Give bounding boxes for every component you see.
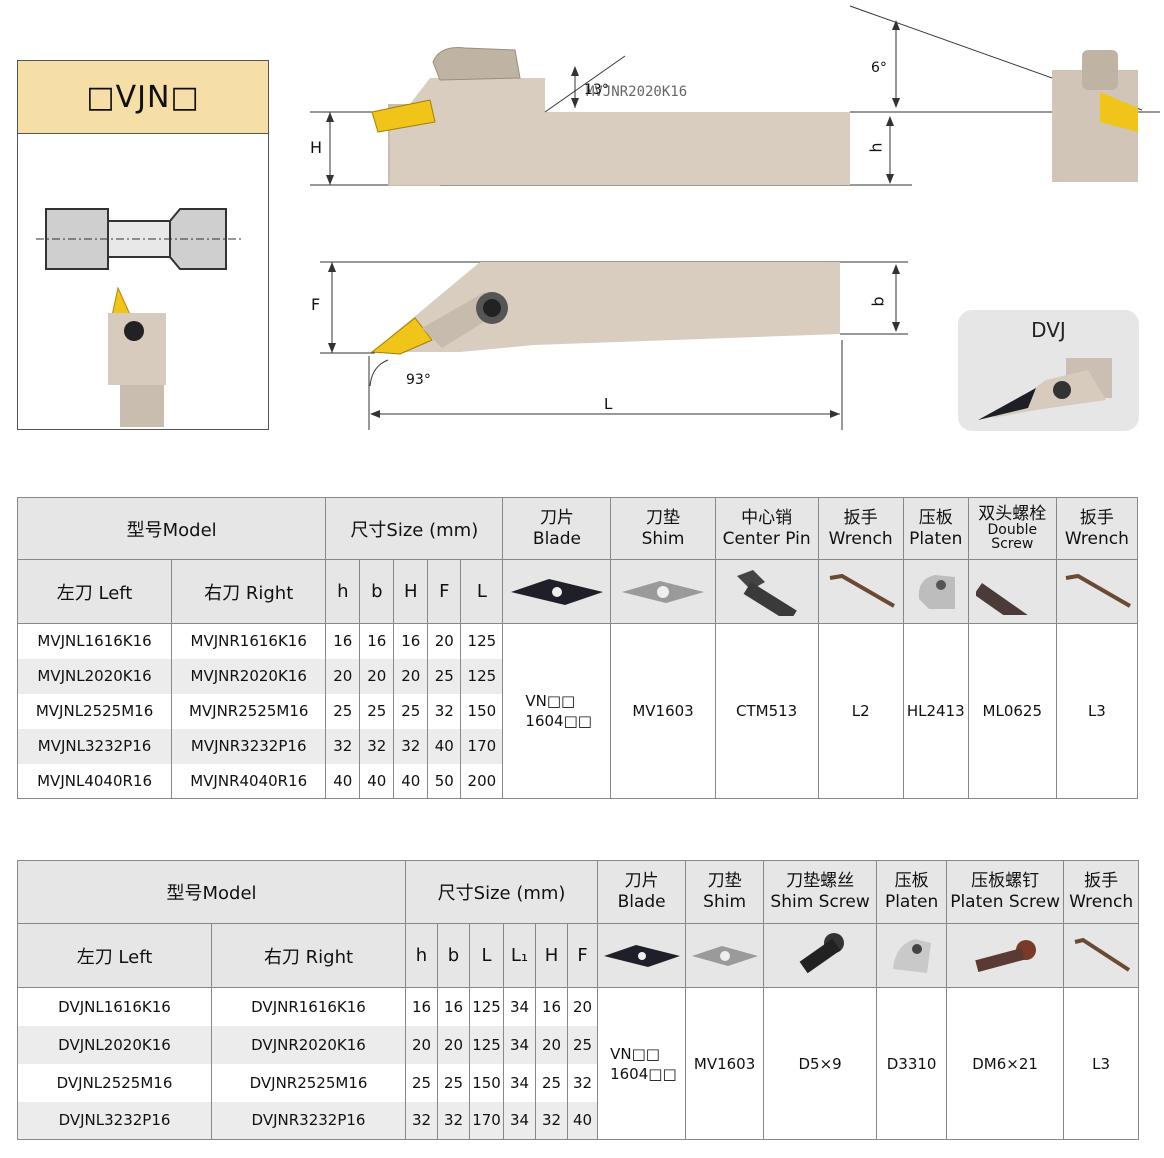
- t2-shim-code: MV1603: [685, 987, 765, 1140]
- shim-icon: [610, 559, 716, 624]
- t1-wrench2-code: L3: [1055, 623, 1139, 799]
- body-marking: MVJNR2020K16: [586, 84, 687, 100]
- t2-sub-left: 左刀 Left: [17, 923, 212, 988]
- t2-wrench-code: L3: [1063, 987, 1140, 1140]
- t1-sub-right: 右刀 Right: [171, 559, 327, 624]
- tool-schematic: [36, 208, 243, 427]
- top-view: [320, 261, 908, 430]
- dim-H: H: [310, 138, 323, 157]
- wrench-icon: [817, 559, 904, 624]
- t2-platen-code: D3310: [876, 987, 948, 1140]
- t2-sub-L: L: [469, 923, 505, 988]
- t1-blade-code: VN□□1604□□: [502, 623, 612, 799]
- t2-blade-code: VN□□1604□□: [597, 987, 687, 1140]
- angle-top: 13°: [584, 82, 609, 98]
- side-view: MVJNR2020K16: [310, 5, 1160, 186]
- angle-end: 6°: [871, 60, 887, 76]
- t1-sub-h: h: [325, 559, 361, 624]
- dvj-badge: DVJ: [958, 310, 1139, 431]
- wrench2-icon: [1055, 559, 1139, 624]
- t2-sub-right: 右刀 Right: [210, 923, 407, 988]
- double-screw-icon: [967, 559, 1057, 624]
- platen-icon: [876, 923, 948, 988]
- t1-head-model: 型号Model: [16, 497, 327, 560]
- dim-F: F: [311, 295, 321, 314]
- platen-icon: [902, 559, 969, 624]
- shim-screw-icon: [763, 923, 878, 988]
- tool-drawing: MVJNR2020K16: [310, 5, 1160, 430]
- t1-head-size: 尺寸Size (mm): [325, 497, 504, 560]
- t2-sub-b: b: [437, 923, 471, 988]
- t2-sub-L1: L₁: [503, 923, 537, 988]
- blade-icon: [502, 559, 612, 624]
- blade-icon: [597, 923, 687, 988]
- wrench-icon: [1063, 923, 1140, 988]
- t2-sub-F: F: [567, 923, 599, 988]
- dvj-label: DVJ: [1031, 318, 1066, 342]
- t2-shim-screw-code: D5×9: [763, 987, 878, 1140]
- t1-shim-code: MV1603: [610, 623, 716, 799]
- t2-head-size: 尺寸Size (mm): [405, 860, 599, 924]
- t1-platen-code: HL2413: [902, 623, 969, 799]
- shim-icon: [685, 923, 765, 988]
- dim-h: h: [866, 142, 886, 153]
- dvj-insert-image: [978, 358, 1112, 420]
- t1-sub-left: 左刀 Left: [16, 559, 173, 624]
- t2-platen-screw-code: DM6×21: [946, 987, 1065, 1140]
- dim-b: b: [868, 296, 888, 307]
- dim-L: L: [604, 395, 613, 413]
- angle-tip: 93°: [406, 372, 431, 388]
- t2-sub-h: h: [405, 923, 439, 988]
- model-code: □VJN□: [18, 61, 268, 134]
- t1-pin-code: CTM513: [714, 623, 819, 799]
- t1-sub-H: H: [393, 559, 429, 624]
- t1-wrench-code: L2: [817, 623, 904, 799]
- t1-sub-L: L: [460, 559, 504, 624]
- t1-sub-b: b: [359, 559, 395, 624]
- center-pin-icon: [714, 559, 819, 624]
- t2-head-model: 型号Model: [16, 860, 407, 924]
- t1-sub-F: F: [427, 559, 462, 624]
- model-label-box: □VJN□: [17, 60, 269, 430]
- platen-screw-icon: [946, 923, 1065, 988]
- t1-double-screw-code: ML0625: [967, 623, 1057, 799]
- t2-sub-H: H: [535, 923, 569, 988]
